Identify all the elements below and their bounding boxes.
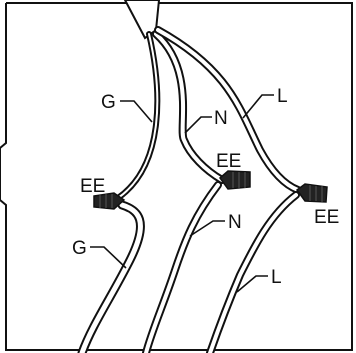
neutral-wire-upper	[152, 30, 226, 184]
ground-bottom-leader	[90, 246, 127, 269]
middle-wire-connector	[218, 170, 251, 190]
right-connector-label: EE	[314, 207, 339, 228]
neutral-wire-lower	[142, 181, 222, 353]
ground-top-label: G	[101, 92, 116, 113]
right-wire-connector	[295, 183, 328, 203]
middle-connector-label: EE	[216, 151, 241, 172]
line-bottom-leader	[236, 275, 268, 293]
ground-top-leader	[120, 100, 153, 123]
left-connector-label: EE	[80, 176, 105, 197]
neutral-top-leader	[184, 116, 212, 134]
line-top-label: L	[277, 86, 288, 107]
line-bottom-label: L	[271, 267, 282, 288]
ground-wire-lower	[77, 200, 145, 353]
neutral-bottom-leader	[189, 220, 225, 237]
line-wire-upper	[154, 26, 302, 194]
left-wire-connector	[93, 192, 126, 210]
ground-bottom-label: G	[72, 238, 87, 259]
line-wire-lower	[206, 191, 300, 353]
neutral-bottom-label: N	[228, 212, 242, 233]
neutral-top-label: N	[214, 108, 228, 129]
line-top-leader	[242, 94, 274, 119]
ground-wire-upper	[115, 31, 161, 201]
